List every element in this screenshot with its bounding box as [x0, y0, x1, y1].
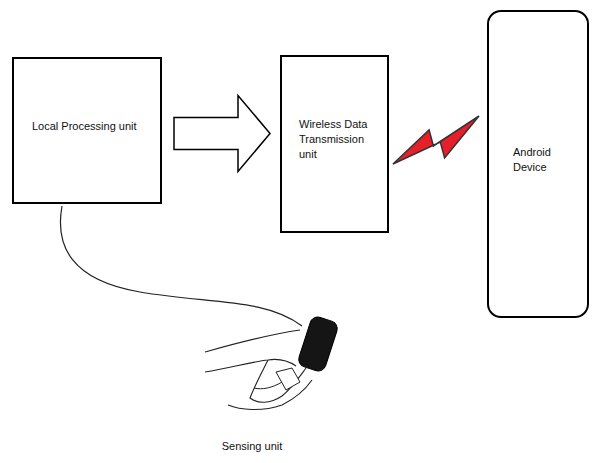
unit-box: Local Processing unit [12, 57, 162, 204]
wireless-link-bolt [393, 116, 479, 164]
sensor-wire [60, 206, 302, 326]
device-box: Android Device [487, 10, 589, 318]
fingertip [276, 368, 300, 390]
unit-label: Android Device [513, 145, 579, 175]
sensor-band [297, 315, 340, 373]
hand-outline [205, 330, 300, 352]
unit-label: Local Processing unit [32, 119, 152, 134]
finger-outline [250, 360, 306, 402]
block-arrow [174, 96, 270, 172]
hand-outline [228, 380, 312, 410]
unit-label: Wireless Data Transmission unit [299, 117, 379, 162]
part-label: Sensing unit [222, 440, 283, 452]
unit-box: Wireless Data Transmission unit [280, 55, 389, 233]
finger-outline [254, 382, 282, 389]
